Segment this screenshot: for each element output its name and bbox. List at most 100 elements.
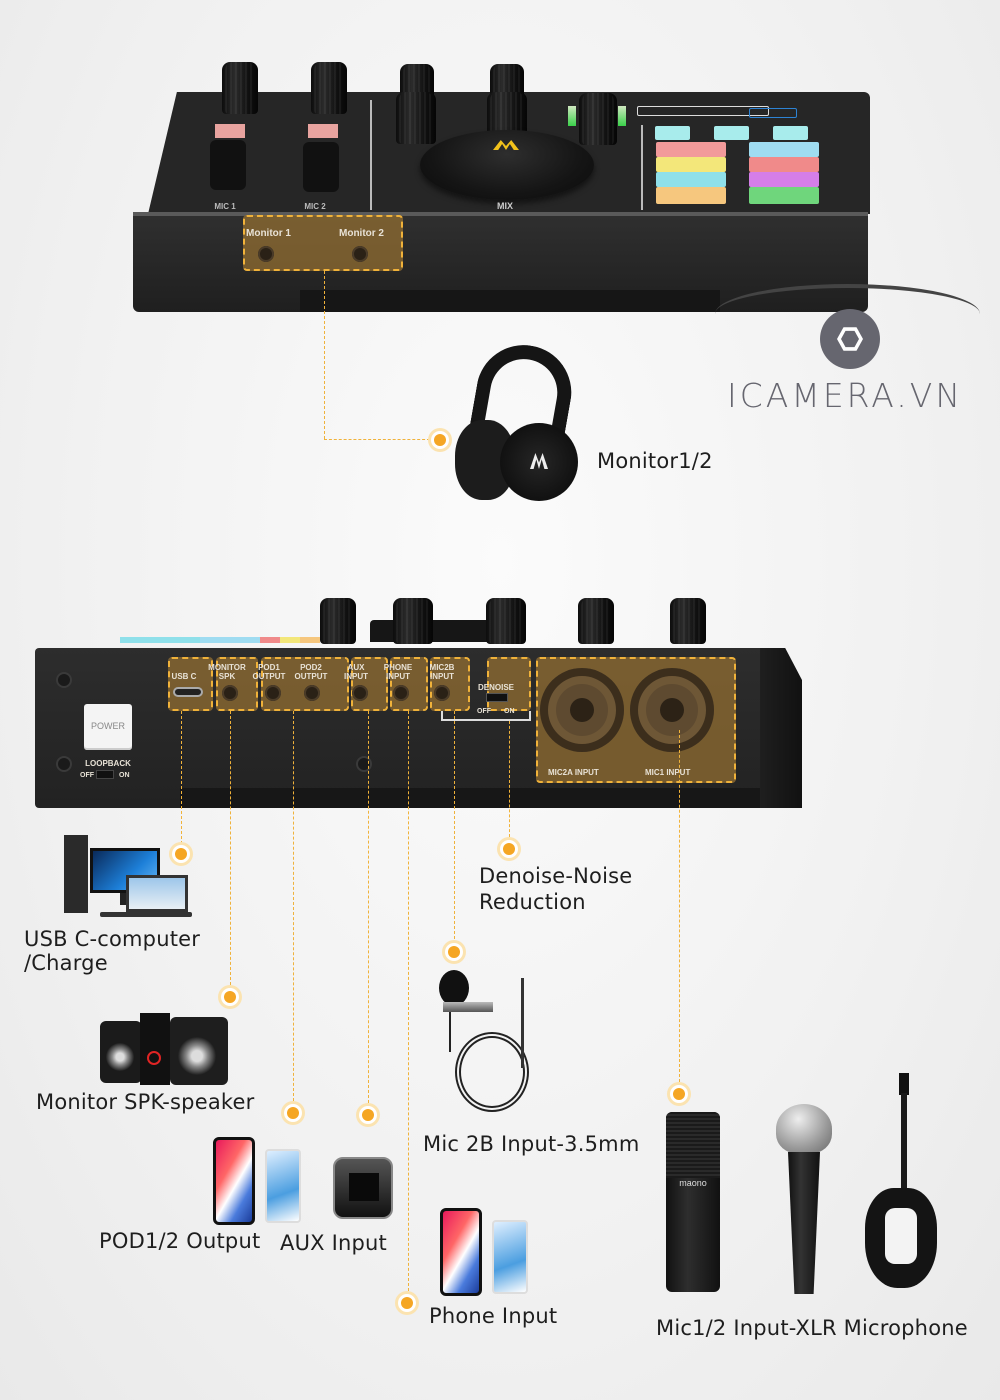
connection-dot-icon [428,428,452,452]
connection-dot-icon [356,1103,380,1127]
pad[interactable] [749,142,819,157]
pad[interactable] [749,172,819,187]
screw [358,758,370,770]
mic1-xlr-jack[interactable] [630,668,714,752]
gain-knob-mic2[interactable] [311,62,347,114]
monitor1-jack[interactable] [258,246,274,262]
label-usbc-computer: USB C-computer [24,927,201,951]
rear-knob[interactable] [320,598,356,644]
condenser-mic-image: maono [666,1112,720,1292]
rear-knob[interactable] [393,598,433,644]
watermark-text: ICAMERA.VN [727,376,964,415]
pod2-output-jack[interactable] [304,685,320,701]
connector-line-mic2b [454,711,455,939]
lavalier-mic-image [437,970,557,1120]
monitor-spk-jack[interactable] [222,685,238,701]
port-label-monitor2: Monitor 2 [339,228,384,239]
connector-line-usbc [181,711,182,844]
connection-dot-icon [395,1291,419,1315]
loopback-on-label: ON [119,772,130,779]
phone-input-jack[interactable] [393,685,409,701]
screw [58,674,70,686]
screw [58,758,70,770]
port-label-aux-input: AUX INPUT [344,663,368,681]
connection-dot-icon [281,1101,305,1125]
edge-highlight [133,212,868,216]
denoise-off-label: OFF [477,708,491,715]
label-phone-input: Phone Input [429,1304,558,1328]
label-denoise-line1: Denoise-Noise [479,864,633,888]
computer-image [64,835,194,920]
rear-knob[interactable] [486,598,526,644]
top-device: MIC 1 MIC 2 MIX Monitor 1 Monitor 2 [0,0,1000,330]
pod1-output-jack[interactable] [265,685,281,701]
mic2a-xlr-jack[interactable] [540,668,624,752]
effect-knob[interactable] [579,93,617,145]
pad[interactable] [656,187,726,204]
monitor2-jack[interactable] [352,246,368,262]
mix-knob[interactable] [420,130,594,200]
rear-knob[interactable] [578,598,614,644]
label-pod-output: POD1/2 Output [99,1229,261,1253]
pad[interactable] [655,126,690,140]
power-label: POWER [90,721,125,731]
front-foot-recess [300,290,720,312]
smartphones-image [440,1208,532,1298]
fader-mic1[interactable] [210,140,246,190]
connection-dot-icon [218,985,242,1009]
usbc-highlight [168,657,213,711]
smartphones-image [213,1137,305,1227]
label-mic2: MIC 2 [304,202,326,211]
loopback-off-label: OFF [80,772,94,779]
dynamic-mic-image [774,1104,834,1294]
connector-line-monitor-spk [230,711,231,985]
monitor-knob[interactable] [396,92,436,144]
connector-line-xlr [679,730,680,1082]
pad[interactable] [749,187,819,204]
connector-line-aux-input [368,711,369,1103]
label-mic2b-input: Mic 2B Input-3.5mm [423,1132,640,1156]
connection-dot-icon [667,1082,691,1106]
effect-buttons-row[interactable] [637,106,769,116]
rear-knob[interactable] [670,598,706,644]
connection-dot-icon [497,837,521,861]
gain-knob-mic1[interactable] [222,62,258,114]
mic2b-input-jack[interactable] [434,685,450,701]
aux-input-highlight [351,657,388,711]
rear-device: POWER LOOPBACK OFF ON USB C MONITOR SPK … [0,590,1000,830]
panel-divider [641,125,643,210]
mp3-player-image [333,1157,393,1219]
power-button[interactable] [84,704,132,750]
label-aux-input: AUX Input [280,1231,387,1255]
phone-input-highlight [390,657,428,711]
connector-line-pod-output [293,711,294,1101]
fader-mic2[interactable] [303,142,339,192]
aux-input-jack[interactable] [352,685,368,701]
pad[interactable] [749,157,819,172]
connection-dot-icon [169,842,193,866]
port-label-monitor1: Monitor 1 [246,228,291,239]
denoise-switch[interactable] [486,693,508,702]
pad-strip [120,637,320,643]
label-xlr-microphone: Mic1/2 Input-XLR Microphone [656,1316,968,1340]
pad[interactable] [656,157,726,172]
pod-output-highlight [261,657,349,711]
level-meter-right [618,106,626,126]
usbc-port[interactable] [173,687,203,697]
rear-foot-recess [180,788,760,808]
electronic-button[interactable] [749,108,797,118]
label-mic1: MIC 1 [214,202,236,211]
pad[interactable] [714,126,749,140]
pad[interactable] [656,142,726,157]
monitor-ports-highlight [243,215,403,271]
bracket-line [441,711,531,721]
port-label-mic2b-input: MIC2B INPUT [429,663,455,681]
pad[interactable] [656,172,726,187]
rear-side [760,648,802,808]
connector-line-phone-input [408,711,409,1291]
label-usbc-charge: /Charge [24,951,108,975]
label-denoise-line2: Reduction [479,890,586,914]
loopback-switch[interactable] [96,770,114,779]
electric-guitar-image [865,1073,940,1293]
pad[interactable] [773,126,808,140]
